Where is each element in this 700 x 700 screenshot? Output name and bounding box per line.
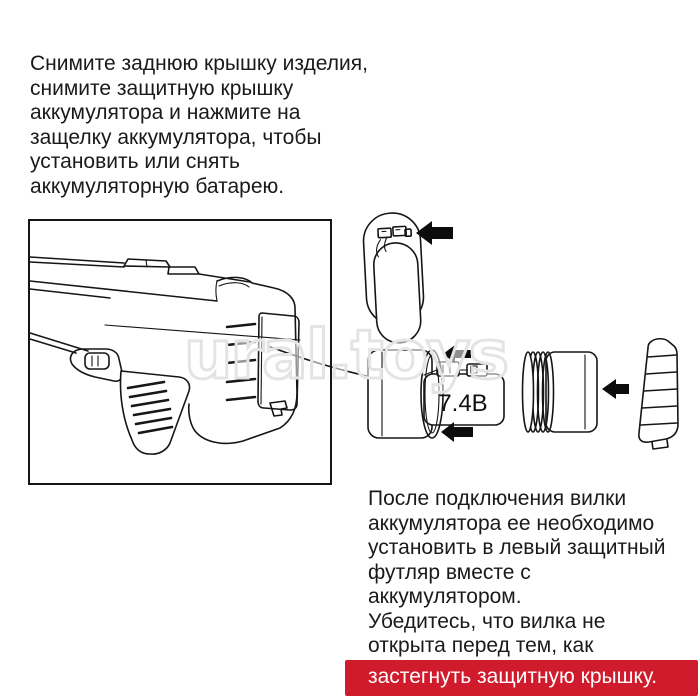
battery-connector-icon (375, 226, 412, 257)
arrow-left-icon (441, 422, 473, 442)
instruction-line: защелку аккумулятора, чтобы (30, 125, 322, 149)
instruction-text-bottom: После подключения вилки аккумулятора ее … (345, 487, 698, 696)
arrow-left-icon (602, 379, 629, 399)
instruction-line: После подключения вилки (368, 487, 627, 510)
battery-body (424, 374, 504, 425)
gun-illustration (30, 257, 300, 454)
protective-sleeve-illustration (523, 352, 598, 432)
instruction-line: Снимите заднюю крышку изделия, (30, 52, 368, 75)
instruction-line: аккумулятором. (368, 585, 522, 608)
instruction-line: Убедитесь, что вилка не (368, 609, 606, 633)
battery-pack-illustration: 7.4В (368, 350, 504, 438)
instruction-line: аккумуляторную батарею. (30, 174, 285, 198)
battery-cover-illustration (362, 212, 426, 345)
instruction-line: снимите защитную крышку (30, 76, 294, 100)
battery-wire (268, 346, 371, 377)
instruction-text-top: Снимите заднюю крышку изделия, снимите з… (30, 52, 380, 199)
arrow-left-icon (416, 221, 453, 245)
instruction-line: установить в левый защитный (368, 536, 666, 559)
battery-voltage-label: 7.4В (438, 390, 487, 417)
protective-cap-illustration (639, 339, 678, 449)
gun-diagram-frame (29, 220, 331, 484)
arrow-left-icon (443, 345, 471, 363)
instruction-line: аккумулятора и нажмите на (30, 101, 301, 124)
instruction-line: аккумулятора ее необходимо (368, 511, 655, 535)
instruction-line: футляр вместе с (368, 560, 531, 584)
instruction-line: установить или снять (30, 150, 240, 173)
instruction-line: открыта перед тем, как (368, 634, 594, 657)
highlighted-instruction: застегнуть защитную крышку. (345, 659, 698, 696)
